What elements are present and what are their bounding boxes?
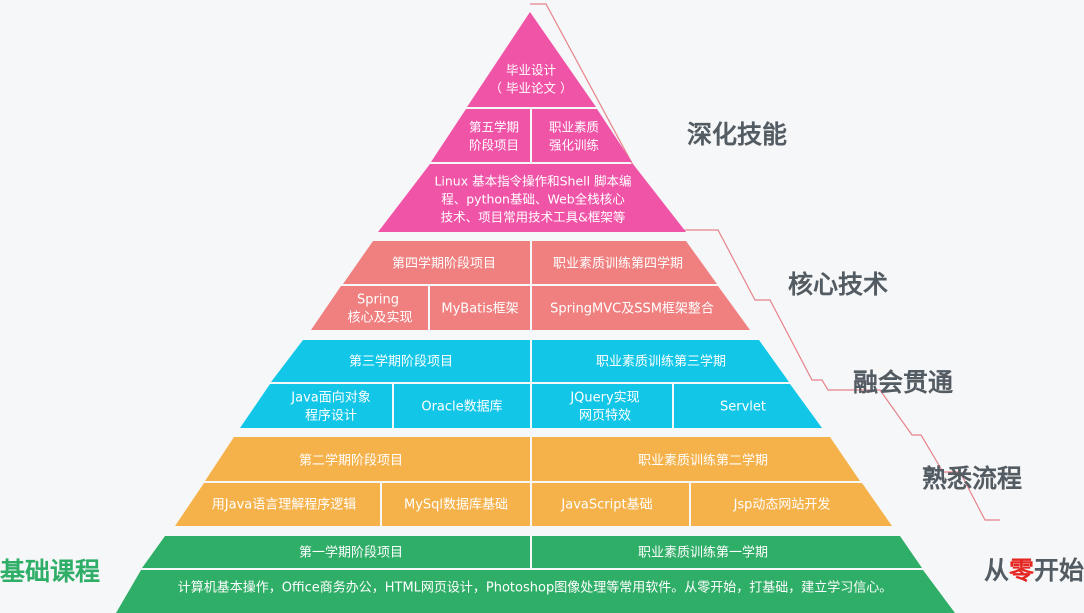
tier2-training-cell: [532, 437, 860, 481]
tier2-java-logic-label: 用Java语言理解程序逻辑: [212, 498, 356, 513]
tier3-project-cell: [271, 340, 530, 382]
tier2-mysql-label: MySql数据库基础: [404, 497, 508, 513]
label-basic-courses: 基础课程: [0, 557, 100, 586]
tier1-content-cell: [116, 570, 955, 613]
tier2-project-label: 第二学期阶段项目: [299, 453, 403, 469]
tier2-training-label: 职业素质训练第二学期: [638, 453, 768, 469]
tier4-spring-line2: 核心及实现: [347, 311, 412, 326]
tier4-springmvc-cell: [532, 286, 750, 330]
tier-5-deepen-skills: 毕业设计 （ 毕业论文 ） 第五学期 阶段项目 职业素质 强化训练 Linux …: [378, 12, 686, 232]
tier5-graduation-line1: 毕业设计: [506, 63, 556, 78]
tier2-project-cell: [205, 437, 530, 481]
tier3-jquery-cell: [532, 384, 672, 428]
tier2-jsp-cell: [691, 483, 892, 526]
side-guide-line: [530, 3, 1000, 521]
tier3-training-label: 职业素质训练第三学期: [596, 354, 726, 370]
tier5-content-line3: 技术、项目常用技术工具&框架等: [441, 210, 626, 225]
tier3-java-oop-cell: [240, 384, 392, 428]
tier5-content-block: [378, 164, 686, 232]
tier5-project-line2: 阶段项目: [469, 138, 519, 153]
tier1-project-label: 第一学期阶段项目: [299, 545, 403, 561]
tier4-springmvc-label: SpringMVC及SSM框架整合: [550, 302, 714, 317]
tier2-javascript-cell: [532, 483, 689, 526]
tier3-oracle-cell: [394, 384, 530, 428]
tier3-jquery-line2: 网页特效: [579, 409, 631, 424]
tier5-project-line1: 第五学期: [469, 120, 519, 135]
stage-labels: 深化技能 核心技术 融会贯通 熟悉流程 从零开始 基础课程: [0, 120, 1084, 586]
tier5-training-block: [532, 109, 632, 162]
label-start-from-zero: 从零开始: [984, 556, 1084, 585]
tier3-java-oop-line1: Java面向对象: [290, 390, 370, 406]
tier3-oracle-label: Oracle数据库: [421, 399, 502, 415]
tier-3-integrate: 第三学期阶段项目 职业素质训练第三学期 Java面向对象 程序设计 Oracle…: [240, 340, 822, 428]
tier4-mybatis-label: MyBatis框架: [441, 302, 518, 317]
label-zero-mid: 零: [1008, 556, 1035, 585]
tier5-graduation-line2: （ 毕业论文 ）: [490, 81, 573, 96]
tier5-graduation-block: [467, 12, 596, 107]
tier4-mybatis-cell: [430, 286, 530, 330]
tier-2-familiar: 第二学期阶段项目 职业素质训练第二学期 用Java语言理解程序逻辑 MySql数…: [175, 437, 892, 526]
tier2-java-logic-cell: [175, 483, 380, 526]
tier2-javascript-label: JavaScript基础: [560, 498, 652, 513]
tier1-project-cell: [142, 536, 530, 568]
label-integrate: 融会贯通: [853, 368, 953, 397]
tier-4-core-tech: 第四学期阶段项目 职业素质训练第四学期 Spring 核心及实现 MyBatis…: [311, 241, 750, 330]
tier3-java-oop-line2: 程序设计: [305, 409, 357, 424]
tier3-training-cell: [532, 340, 789, 382]
tier3-project-label: 第三学期阶段项目: [349, 354, 453, 370]
label-core-tech: 核心技术: [788, 270, 888, 299]
tier3-jquery-line1: JQuery实现: [569, 391, 639, 406]
label-zero-post: 开始: [1034, 556, 1084, 585]
tier5-content-line2: 程、python基础、Web全栈核心: [441, 192, 625, 207]
tier2-mysql-cell: [382, 483, 530, 526]
tier5-content-line1: Linux 基本指令操作和Shell 脚本编: [434, 174, 631, 189]
tier4-training-cell: [532, 241, 717, 284]
tier5-training-line1: 职业素质: [549, 120, 599, 135]
tier1-training-label: 职业素质训练第一学期: [638, 545, 768, 561]
tier1-content-label: 计算机基本操作，Office商务办公，HTML网页设计，Photoshop图像处…: [178, 580, 892, 596]
tier5-project-block: [431, 109, 530, 162]
tier-1-basic: 第一学期阶段项目 职业素质训练第一学期 计算机基本操作，Office商务办公，H…: [116, 536, 955, 613]
tier4-spring-cell: [311, 286, 428, 330]
tier2-jsp-label: Jsp动态网站开发: [733, 497, 831, 513]
tier5-training-line2: 强化训练: [549, 138, 600, 153]
tier4-training-label: 职业素质训练第四学期: [553, 256, 683, 272]
tier1-training-cell: [532, 536, 922, 568]
label-zero-pre: 从: [984, 556, 1009, 585]
tier3-servlet-cell: [674, 384, 822, 428]
tier4-project-cell: [343, 241, 530, 284]
label-familiar: 熟悉流程: [922, 464, 1022, 493]
tier4-spring-line1: Spring: [357, 293, 399, 308]
tier3-servlet-label: Servlet: [720, 400, 766, 415]
tier4-project-label: 第四学期阶段项目: [392, 256, 496, 272]
label-deepen-skills: 深化技能: [687, 120, 787, 149]
